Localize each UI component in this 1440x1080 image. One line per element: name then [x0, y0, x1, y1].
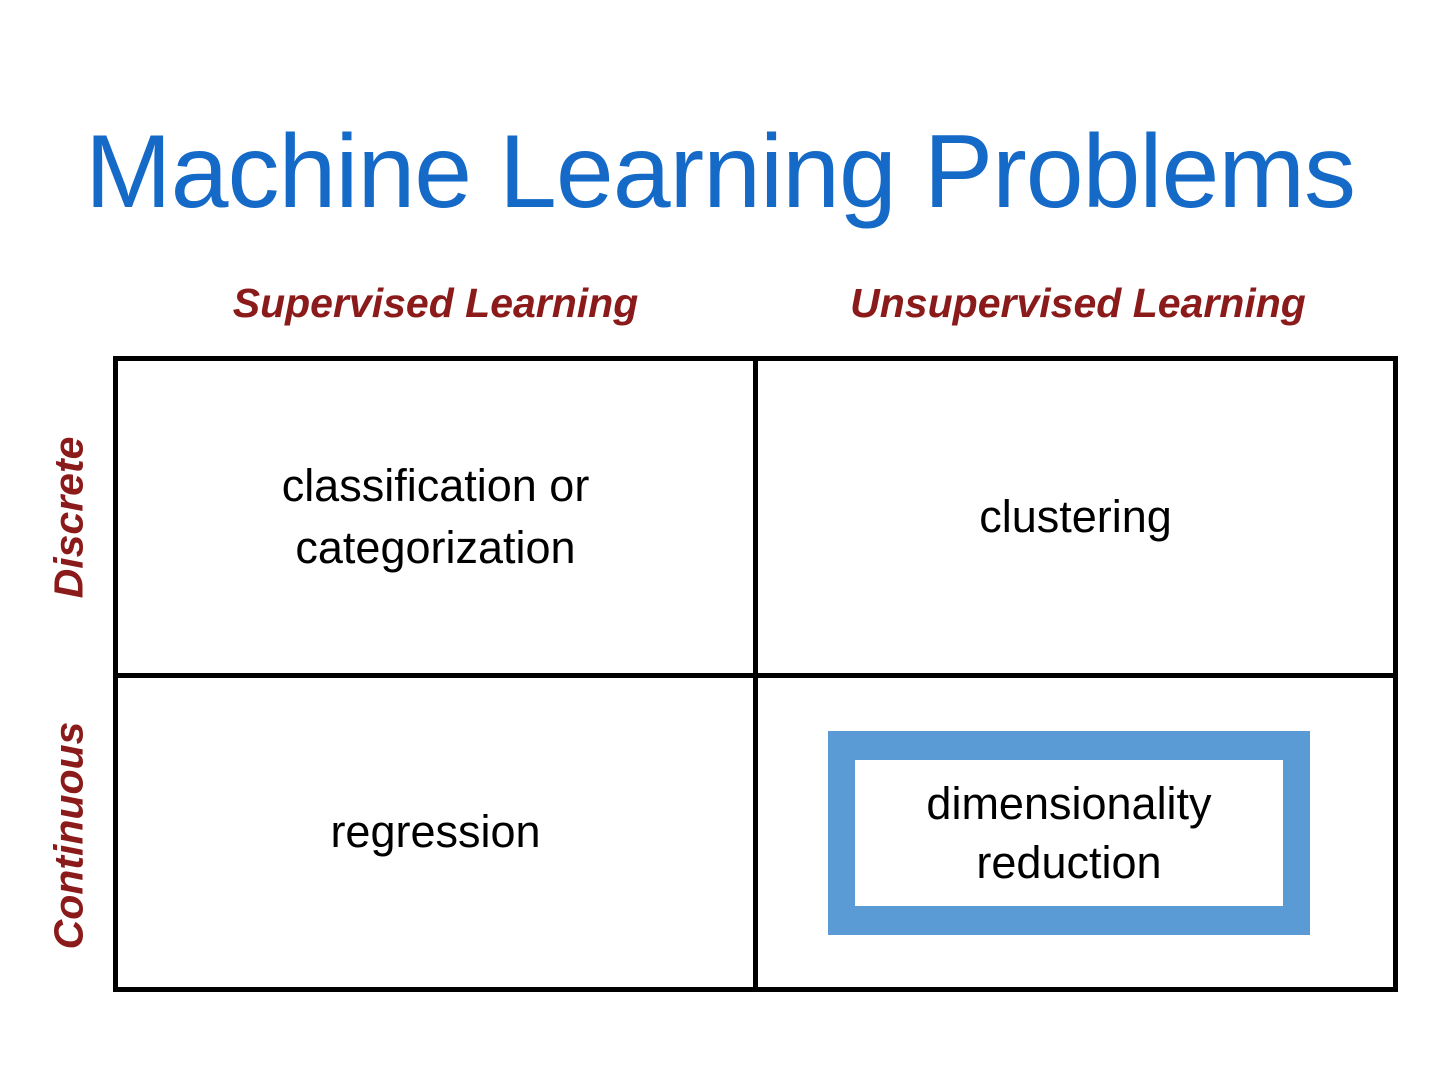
column-header-supervised-learning: Supervised Learning — [232, 280, 639, 326]
cell-label-classification-or-categorization: classification or categorization — [281, 459, 590, 573]
highlight-box-dimensionality-reduction: dimensionality reduction — [828, 731, 1310, 935]
table-row-continuous: regression — [118, 678, 1393, 987]
cell-continuous-supervised: regression — [118, 678, 758, 987]
highlight-box-inner: dimensionality reduction — [853, 758, 1285, 908]
table-row-discrete: classification or categorization cluster… — [118, 361, 1393, 678]
cell-label-clustering: clustering — [979, 490, 1172, 542]
cell-discrete-supervised: classification or categorization — [118, 361, 758, 673]
cell-label-regression: regression — [330, 806, 541, 858]
row-label-continuous: Continuous — [33, 678, 105, 992]
column-header-unsupervised-learning: Unsupervised Learning — [850, 280, 1306, 326]
row-label-discrete: Discrete — [33, 356, 105, 678]
cell-label-dimensionality-reduction: dimensionality reduction — [926, 777, 1212, 888]
ml-problems-matrix: classification or categorization cluster… — [113, 356, 1398, 992]
row-label-continuous-text: Continuous — [45, 721, 92, 949]
cell-discrete-unsupervised: clustering — [758, 361, 1393, 673]
page-title: Machine Learning Problems — [85, 113, 1356, 230]
row-label-discrete-text: Discrete — [45, 436, 92, 598]
